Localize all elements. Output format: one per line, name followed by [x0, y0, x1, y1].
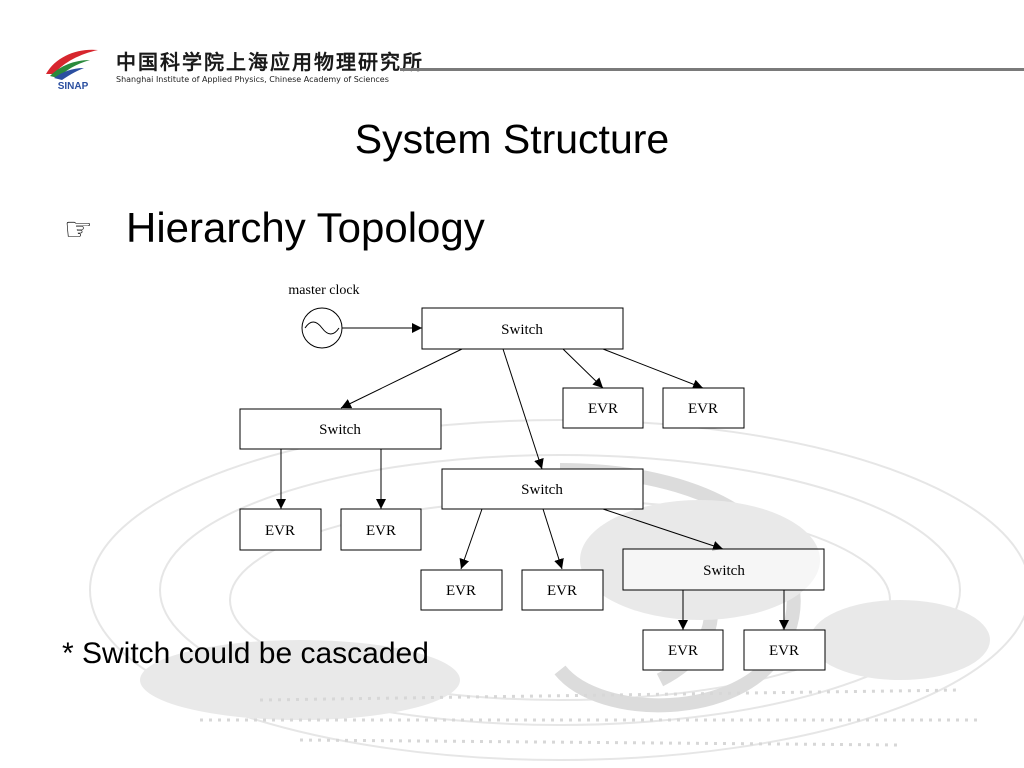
- svg-text:EVR: EVR: [769, 643, 799, 659]
- switch-node-top: Switch: [421, 307, 624, 350]
- connector-top-to-evr2: [602, 348, 704, 390]
- connector-mid-to-right: [602, 508, 724, 551]
- evr-node-right-1: EVR: [642, 629, 724, 671]
- switch-node-right: Switch: [622, 548, 825, 591]
- connector-mid-to-evr2: [542, 508, 564, 570]
- evr-node-left-1: EVR: [239, 508, 322, 551]
- footnote: * Switch could be cascaded: [62, 637, 429, 670]
- svg-text:EVR: EVR: [446, 583, 476, 599]
- org-name-chinese: 中国科学院上海应用物理研究所: [116, 50, 424, 74]
- pointing-hand-icon: ☞: [64, 210, 93, 248]
- connector-top-to-left: [340, 348, 463, 409]
- logo-green-swoosh: [50, 60, 90, 78]
- svg-text:EVR: EVR: [366, 523, 396, 539]
- svg-text:EVR: EVR: [265, 523, 295, 539]
- svg-text:EVR: EVR: [688, 401, 718, 417]
- master-clock-label: master clock: [288, 283, 359, 298]
- header-divider: [400, 68, 1024, 71]
- evr-node-top-1: EVR: [562, 387, 644, 429]
- ac-clock-source-icon: [301, 307, 343, 349]
- logo-blue-swoosh: [54, 68, 84, 80]
- evr-node-right-2: EVR: [743, 629, 826, 671]
- evr-node-top-2: EVR: [662, 387, 745, 429]
- org-name-english: Shanghai Institute of Applied Physics, C…: [116, 75, 389, 84]
- sinap-logo: SINAP: [46, 49, 98, 92]
- slide-title: System Structure: [354, 116, 670, 162]
- evr-node-left-2: EVR: [340, 508, 422, 551]
- evr-node-mid-1: EVR: [420, 569, 503, 611]
- svg-text:EVR: EVR: [668, 643, 698, 659]
- evr-node-mid-2: EVR: [521, 569, 604, 611]
- logo-red-swoosh: [46, 49, 98, 74]
- svg-text:Switch: Switch: [521, 482, 563, 498]
- connectors: [276, 323, 789, 630]
- bullet-heading: Hierarchy Topology: [126, 204, 485, 251]
- svg-text:Switch: Switch: [501, 322, 543, 338]
- connector-mid-to-evr1: [459, 508, 483, 570]
- logo-text: SINAP: [58, 81, 89, 92]
- connector-top-to-evr1: [562, 348, 604, 389]
- svg-text:Switch: Switch: [703, 563, 745, 579]
- connector-top-to-mid: [502, 348, 544, 470]
- svg-text:Switch: Switch: [319, 422, 361, 438]
- svg-text:EVR: EVR: [588, 401, 618, 417]
- switch-node-mid: Switch: [441, 468, 644, 510]
- svg-text:EVR: EVR: [547, 583, 577, 599]
- switch-node-left: Switch: [239, 408, 442, 450]
